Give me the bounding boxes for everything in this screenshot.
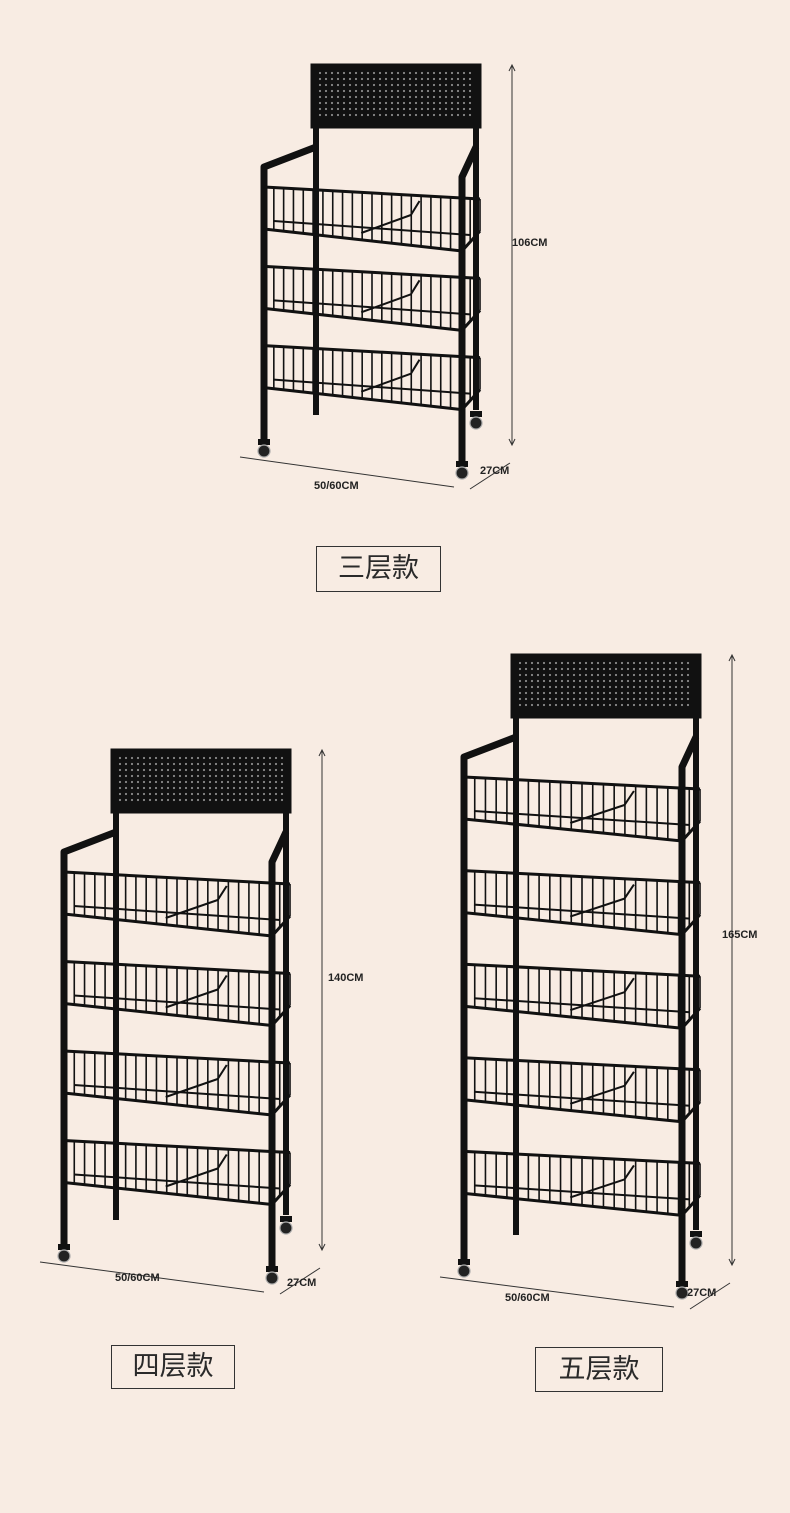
- variant-label: 五层款: [535, 1347, 663, 1392]
- caster-wheel: [257, 439, 271, 458]
- front-post-right: [268, 830, 290, 1268]
- wire-basket: [463, 775, 702, 843]
- height-dimension: 140CM: [328, 972, 364, 984]
- wire-basket: [63, 870, 292, 938]
- pegboard-holes: [118, 756, 284, 802]
- wire-basket: [263, 185, 482, 253]
- height-dimension: 165CM: [722, 929, 758, 941]
- wire-basket: [263, 264, 482, 332]
- wire-basket: [463, 962, 702, 1030]
- wire-basket: [463, 1056, 702, 1124]
- dimension-lines: [439, 653, 736, 1310]
- caster-wheel: [457, 1259, 471, 1278]
- pegboard-header: [110, 748, 292, 814]
- depth-dimension: 27CM: [480, 465, 510, 477]
- caster-wheel: [279, 1216, 293, 1235]
- pegboard-holes: [318, 71, 472, 117]
- width-dimension: 50/60CM: [115, 1272, 160, 1284]
- wire-basket: [463, 869, 702, 937]
- width-dimension: 50/60CM: [505, 1292, 550, 1304]
- variant-label: 四层款: [111, 1345, 235, 1389]
- depth-dimension: 27CM: [287, 1277, 317, 1289]
- caster-wheel: [675, 1281, 689, 1300]
- front-post-right: [458, 145, 480, 463]
- pegboard-holes: [518, 661, 690, 707]
- wire-basket: [63, 1139, 292, 1206]
- caster-wheel: [57, 1244, 71, 1263]
- rack-image-five-tier: [439, 653, 736, 1310]
- dimension-lines: [239, 63, 516, 490]
- variant-label: 三层款: [316, 546, 441, 592]
- wire-basket: [63, 1049, 292, 1117]
- pegboard-header: [310, 63, 482, 129]
- rack-image-four-tier: [39, 748, 326, 1295]
- wire-basket: [463, 1149, 702, 1217]
- pegboard-header: [510, 653, 702, 719]
- caster-wheel: [469, 411, 483, 430]
- dimension-lines: [39, 748, 326, 1295]
- caster-wheel: [689, 1231, 703, 1250]
- front-post-left: [60, 828, 118, 1248]
- front-post-right: [678, 735, 700, 1283]
- wire-basket: [63, 960, 292, 1027]
- width-dimension: 50/60CM: [314, 480, 359, 492]
- depth-dimension: 27CM: [687, 1287, 717, 1299]
- height-dimension: 106CM: [512, 237, 548, 249]
- front-post-left: [260, 143, 318, 443]
- caster-wheel: [455, 461, 469, 480]
- caster-wheel: [265, 1266, 279, 1285]
- wire-basket: [263, 344, 482, 412]
- rack-image-three-tier: [239, 63, 516, 490]
